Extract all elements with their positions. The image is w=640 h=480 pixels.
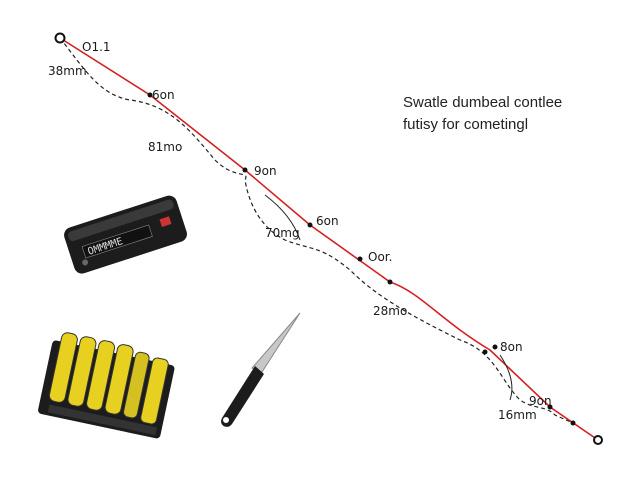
dashed-route-line xyxy=(59,37,574,424)
label-6on-1: 6on xyxy=(152,88,175,102)
label-6on-2: 6on xyxy=(316,214,339,228)
end-point xyxy=(593,435,603,445)
label-oor: Oor. xyxy=(368,250,393,264)
caption-text: Swatle dumbeal contlee futisy for cometi… xyxy=(403,92,562,136)
black-route-segment xyxy=(264,194,301,241)
waypoint-dot xyxy=(387,279,393,285)
red-route-line xyxy=(59,37,599,441)
waypoint-dot xyxy=(357,256,363,262)
label-8on: 8on xyxy=(500,340,523,354)
caption-line-1: Swatle dumbeal contlee xyxy=(403,94,563,111)
knife-icon xyxy=(221,312,301,427)
label-9on-2: 9on xyxy=(529,394,552,408)
label-o1: O1.1 xyxy=(82,40,111,54)
label-38mm: 38mm xyxy=(48,64,87,78)
waypoint-dot xyxy=(492,344,498,350)
waypoint-dot xyxy=(482,349,488,355)
label-16mm: 16mm xyxy=(498,408,537,422)
waypoint-dot xyxy=(547,404,553,410)
battery-pack-icon xyxy=(38,332,175,439)
waypoint-dot xyxy=(570,420,576,426)
power-bank-icon: OMMMME xyxy=(64,195,187,274)
label-81mo: 81mo xyxy=(148,140,183,154)
waypoint-dot xyxy=(147,92,153,98)
caption-line-2: futisy for cometingl xyxy=(403,116,529,133)
black-route-segment xyxy=(499,354,513,401)
label-70mg: 70mg xyxy=(265,226,300,240)
waypoint-dot xyxy=(242,167,248,173)
label-28mo: 28mo xyxy=(373,304,408,318)
waypoint-dot xyxy=(307,222,313,228)
label-9on-1: 9on xyxy=(254,164,277,178)
start-point xyxy=(54,32,66,44)
